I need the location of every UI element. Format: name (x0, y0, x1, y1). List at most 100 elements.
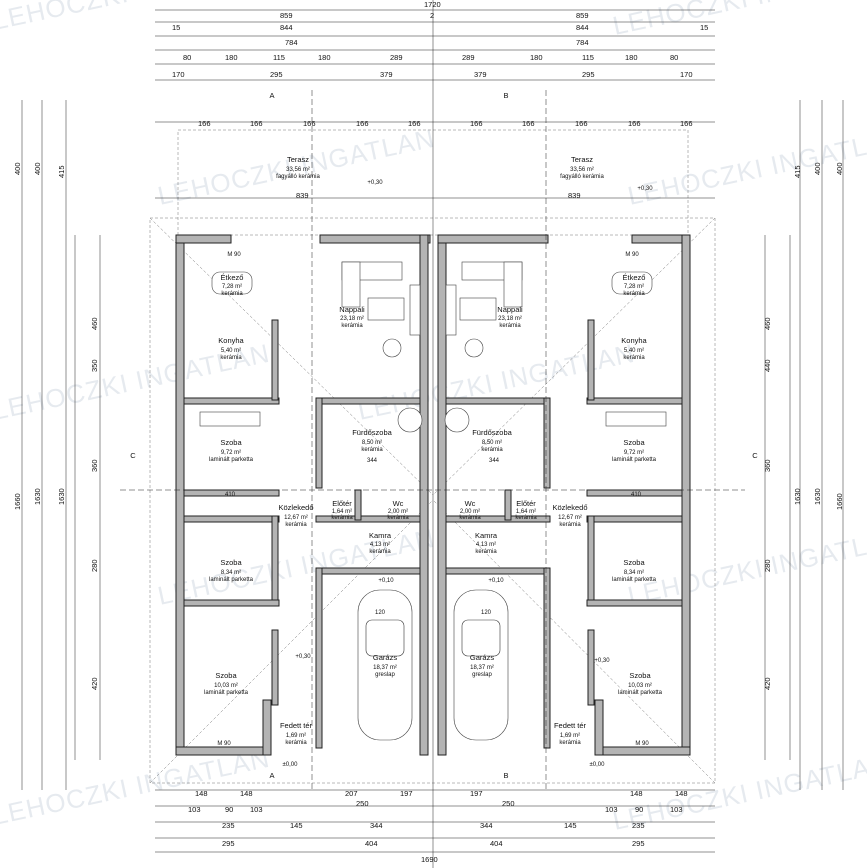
dim-top: 289 (462, 53, 475, 62)
room-bedroom-1: Szoba 9,72 m² laminált parketta (612, 438, 657, 463)
dim-top: 844 (576, 23, 589, 32)
label-text: 12,67 m² (284, 515, 308, 521)
dim-left: 280 (90, 559, 99, 572)
label-text: 10,03 m² (214, 683, 238, 689)
dim-right: 400 (813, 162, 822, 175)
label-text: kerámia (499, 323, 521, 329)
dim-label: 410 (225, 492, 236, 498)
section-mark-a: A (269, 91, 274, 100)
room-covered-area: Fedett tér 1,69 m² kerámia (280, 721, 313, 746)
label-text: Terasz (571, 155, 593, 164)
section-marks: A A B B C C (120, 90, 758, 790)
label-text: kerámia (459, 515, 481, 521)
section-mark-c: C (130, 451, 136, 460)
label-text: 33,56 m² (286, 167, 310, 173)
dim-right: 440 (763, 359, 772, 372)
label-text: 7,28 m² (624, 284, 644, 290)
label-text: 5,40 m² (624, 348, 644, 354)
dim-left: 400 (13, 162, 22, 175)
label-text: laminált parketta (612, 577, 657, 583)
label-text: 8,50 m² (362, 440, 382, 446)
dim-top: 15 (172, 23, 180, 32)
label-text: Előtér (516, 499, 536, 508)
label-text: Fürdőszoba (352, 428, 392, 437)
dim-right: 1630 (793, 488, 802, 505)
dim-left: 1660 (13, 493, 22, 510)
rooms-left: Terasz 33,56 m² fagyálló kerámia Étkező … (204, 155, 409, 746)
dim-right: 1630 (813, 488, 822, 505)
dim-bottom: 103 (188, 805, 201, 814)
label-text: Fedett tér (280, 721, 313, 730)
dim-bottom: 145 (564, 821, 577, 830)
room-terrace: Terasz 33,56 m² fagyálló kerámia (276, 155, 320, 180)
label-text: 9,72 m² (624, 450, 644, 456)
label-text: Kamra (475, 531, 498, 540)
room-terrace: Terasz 33,56 m² fagyálló kerámia (560, 155, 604, 180)
dim-bottom: 250 (502, 799, 515, 808)
room-hallway: Közlekedő 12,67 m² kerámia (278, 503, 313, 528)
section-mark-c: C (752, 451, 758, 460)
label-text: 8,34 m² (624, 570, 644, 576)
label-text: 12,67 m² (558, 515, 582, 521)
dim-label: 410 (631, 492, 642, 498)
window-label: M 90 (625, 252, 639, 258)
room-garage: Garázs 18,37 m² greslap (470, 653, 494, 678)
room-pantry: Kamra 4,13 m² kerámia (475, 531, 498, 555)
label-text: fagyálló kerámia (560, 174, 604, 180)
label-text: 5,40 m² (221, 348, 241, 354)
dim-bottom: 404 (365, 839, 378, 848)
room-hallway: Közlekedő 12,67 m² kerámia (552, 503, 587, 528)
dim-bottom: 90 (635, 805, 643, 814)
label-text: Étkező (623, 273, 646, 282)
dim-label: 120 (375, 610, 386, 616)
label-text: kerámia (481, 447, 503, 453)
room-pantry: Kamra 4,13 m² kerámia (369, 531, 392, 555)
label-text: kerámia (559, 740, 581, 746)
dim-bottom: 90 (225, 805, 233, 814)
label-text: kerámia (361, 447, 383, 453)
dim-top: 166 (628, 119, 641, 128)
room-covered-area: Fedett tér 1,69 m² kerámia (554, 721, 587, 746)
room-bathroom: Fürdőszoba 8,50 m² kerámia (352, 428, 392, 453)
watermark: LEHOCZKI INGATLAN (610, 0, 867, 41)
dim-bottom: 344 (370, 821, 383, 830)
dim-left: 420 (90, 677, 99, 690)
dim-bottom: 404 (490, 839, 503, 848)
label-text: kerámia (285, 522, 307, 528)
section-mark-b: B (503, 771, 508, 780)
furniture (199, 261, 667, 741)
section-mark-a: A (269, 771, 274, 780)
label-text: 1,64 m² (516, 509, 536, 515)
dim-inner: 839 (296, 191, 309, 200)
dim-top: 180 (625, 53, 638, 62)
dimension-lines (21, 0, 844, 868)
room-bedroom-1: Szoba 9,72 m² laminált parketta (209, 438, 254, 463)
dim-top: 166 (680, 119, 693, 128)
label-text: kerámia (475, 549, 497, 555)
dim-right: 400 (835, 162, 844, 175)
label-text: fagyálló kerámia (276, 174, 320, 180)
room-dining: Étkező 7,28 m² kerámia (221, 273, 244, 297)
label-text: Fürdőszoba (472, 428, 512, 437)
label-text: Nappali (339, 305, 365, 314)
dim-top: 166 (356, 119, 369, 128)
dim-right: 1660 (835, 493, 844, 510)
dim-top: 379 (474, 70, 487, 79)
dim-top: 295 (582, 70, 595, 79)
label-text: Közlekedő (278, 503, 313, 512)
room-kitchen: Konyha 5,40 m² kerámia (218, 336, 244, 361)
dim-bottom: 103 (250, 805, 263, 814)
label-text: 2,00 m² (388, 509, 408, 515)
dim-top: 859 (576, 11, 589, 20)
dim-left: 415 (57, 165, 66, 178)
dim-top: 80 (183, 53, 191, 62)
walls (175, 234, 691, 756)
dim-top: 844 (280, 23, 293, 32)
dim-top: 859 (280, 11, 293, 20)
dim-bottom: 295 (632, 839, 645, 848)
room-bedroom-2: Szoba 8,34 m² laminált parketta (209, 558, 254, 583)
dim-bottom: 295 (222, 839, 235, 848)
dim-top: 15 (700, 23, 708, 32)
window-label: M 90 (227, 252, 241, 258)
watermark: LEHOCZKI INGATLAN (0, 743, 272, 831)
